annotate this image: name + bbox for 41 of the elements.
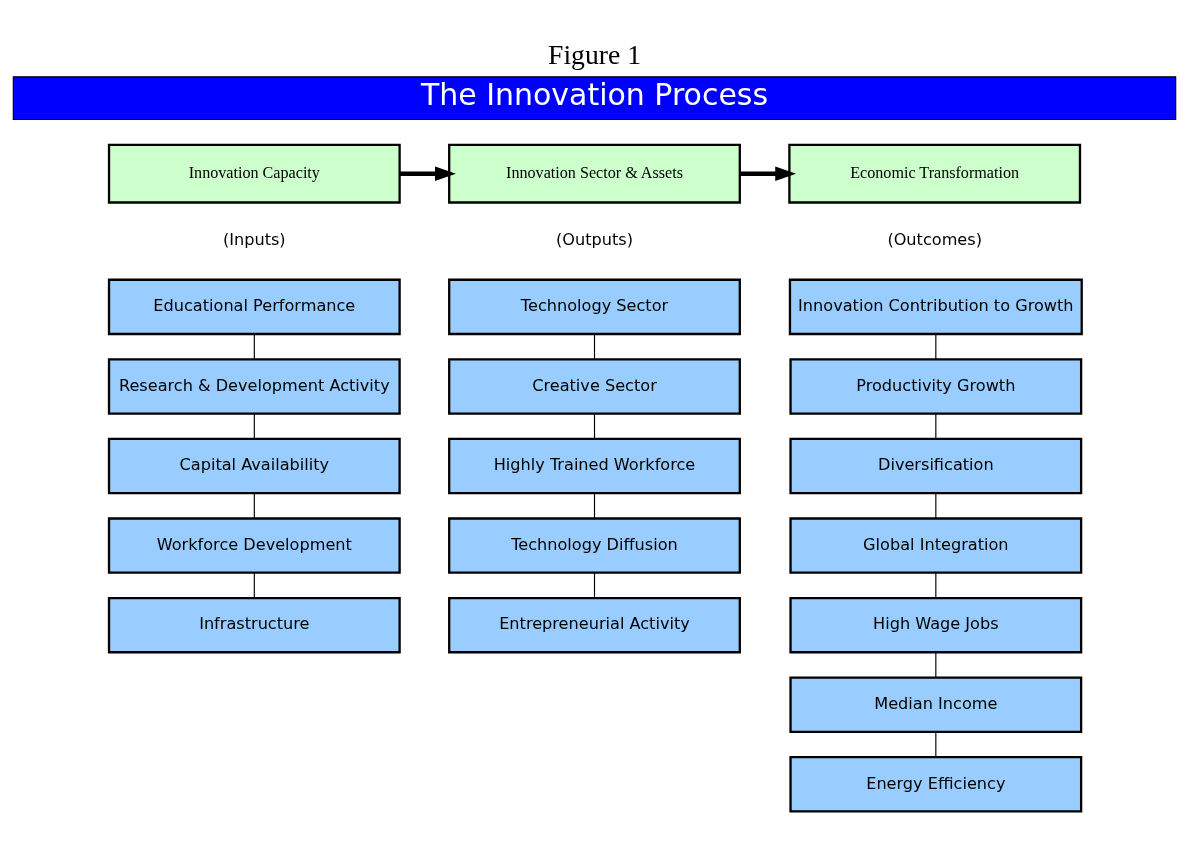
node-box: Productivity Growth [789, 357, 1083, 415]
node-box: Innovation Contribution to Growth [788, 278, 1083, 335]
connector [593, 571, 596, 598]
node-box: Diversification [789, 437, 1083, 494]
connector [935, 571, 937, 598]
node-box: Infrastructure [107, 596, 401, 653]
connector [253, 492, 255, 519]
node-box: Creative Sector [448, 357, 741, 415]
connector [253, 571, 255, 598]
node-box: Innovation Capacity [107, 143, 401, 204]
node-box: Technology Diffusion [448, 516, 741, 574]
connector [935, 412, 937, 439]
node-label: (Outcomes) [887, 229, 982, 249]
connector [935, 730, 937, 758]
connector [253, 333, 255, 360]
node-box: Entrepreneurial Activity [448, 596, 741, 653]
node-box: Energy Efficiency [789, 755, 1083, 813]
node-box: Global Integration [789, 516, 1083, 574]
connector [935, 651, 937, 678]
node-box: Capital Availability [107, 437, 401, 494]
node-box: Median Income [789, 675, 1083, 733]
node-box: Economic Transformation [788, 143, 1082, 204]
connector [253, 412, 255, 439]
connector [935, 492, 937, 519]
node-box: Research & Development Activity [107, 357, 401, 415]
node-box: Educational Performance [107, 278, 401, 335]
connector [593, 333, 596, 360]
connector [593, 492, 596, 519]
node-box: Technology Sector [448, 278, 741, 335]
node-box: High Wage Jobs [789, 596, 1083, 653]
node-box: Highly Trained Workforce [448, 437, 741, 494]
arrow [740, 165, 797, 181]
node-label: (Outputs) [556, 229, 633, 249]
node-box: Workforce Development [107, 516, 401, 574]
diagram-title: Figure 1 [548, 38, 641, 70]
connector [935, 333, 937, 360]
node-box: Innovation Sector & Assets [448, 143, 741, 204]
connector [593, 412, 596, 439]
node-label: (Inputs) [222, 229, 286, 249]
node-box: The Innovation Process [12, 75, 1177, 120]
arrow [399, 165, 456, 181]
